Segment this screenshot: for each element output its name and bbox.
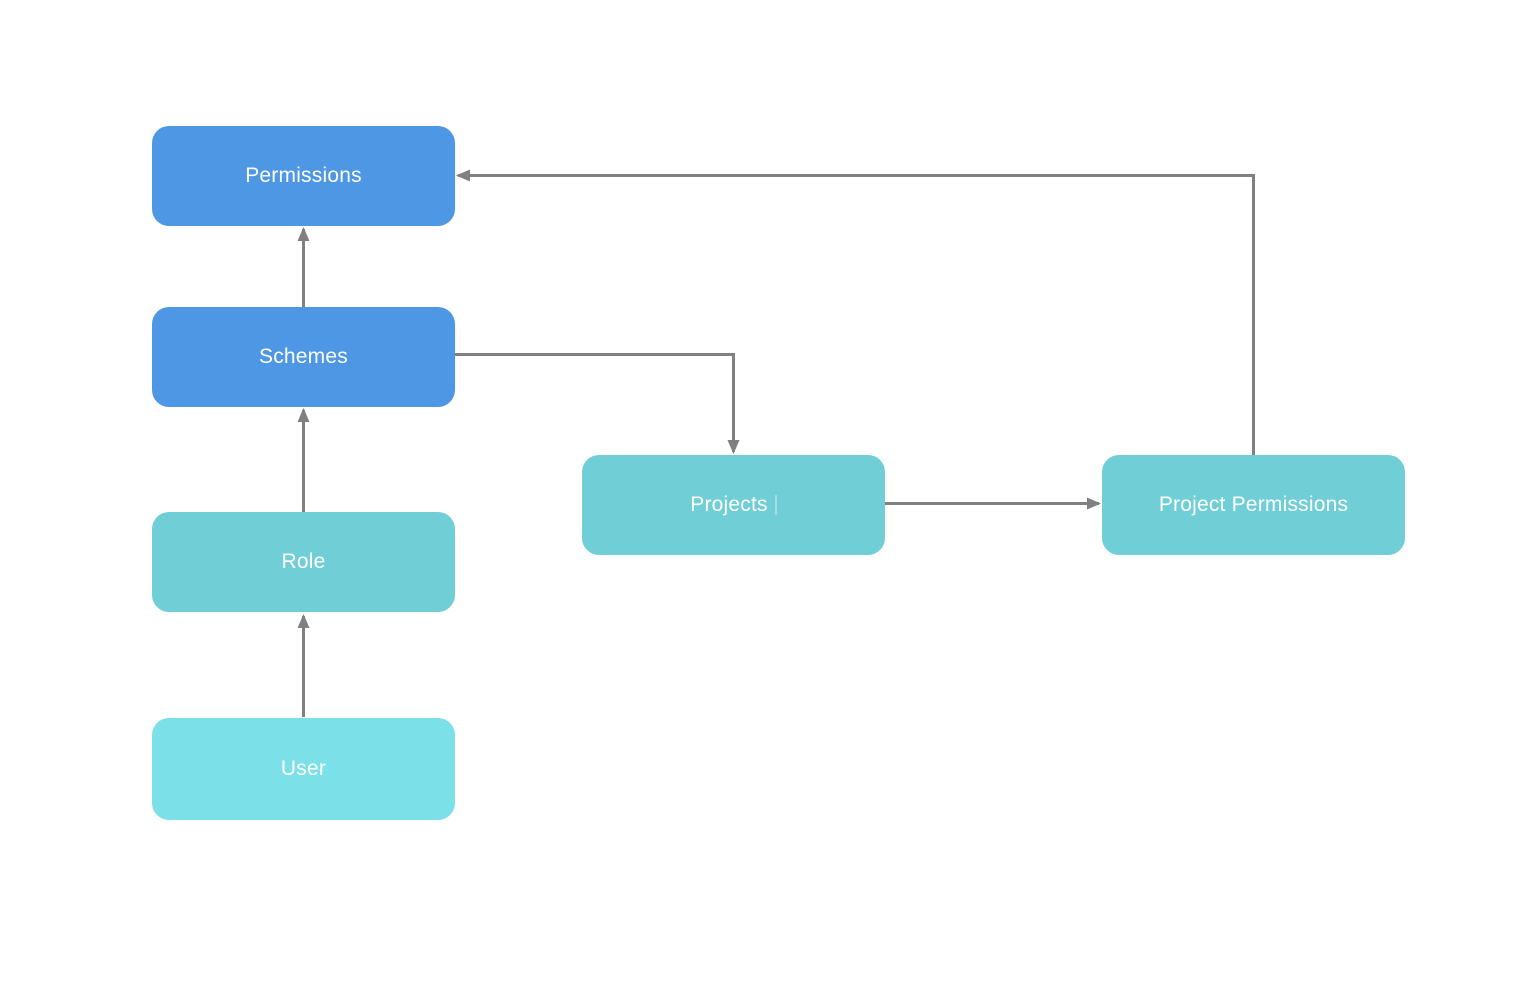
node-role-label: Role — [281, 550, 326, 573]
node-permissions-label: Permissions — [245, 164, 362, 187]
node-user-label: User — [280, 757, 327, 780]
node-projects[interactable]: Projects — [582, 455, 885, 555]
edge-project-permissions-to-permissions[interactable] — [456, 169, 1255, 456]
node-project-permissions[interactable]: Project Permissions — [1102, 455, 1405, 555]
node-project-permissions-label: Project Permissions — [1158, 493, 1349, 516]
node-projects-label: Projects — [690, 493, 768, 516]
node-schemes[interactable]: Schemes — [152, 307, 455, 407]
edge-schemes-to-projects[interactable] — [455, 353, 740, 454]
node-schemes-label: Schemes — [259, 345, 348, 368]
node-user[interactable]: User — [152, 718, 455, 820]
node-permissions[interactable]: Permissions — [152, 126, 455, 226]
text-cursor — [774, 495, 777, 515]
node-role[interactable]: Role — [152, 512, 455, 612]
